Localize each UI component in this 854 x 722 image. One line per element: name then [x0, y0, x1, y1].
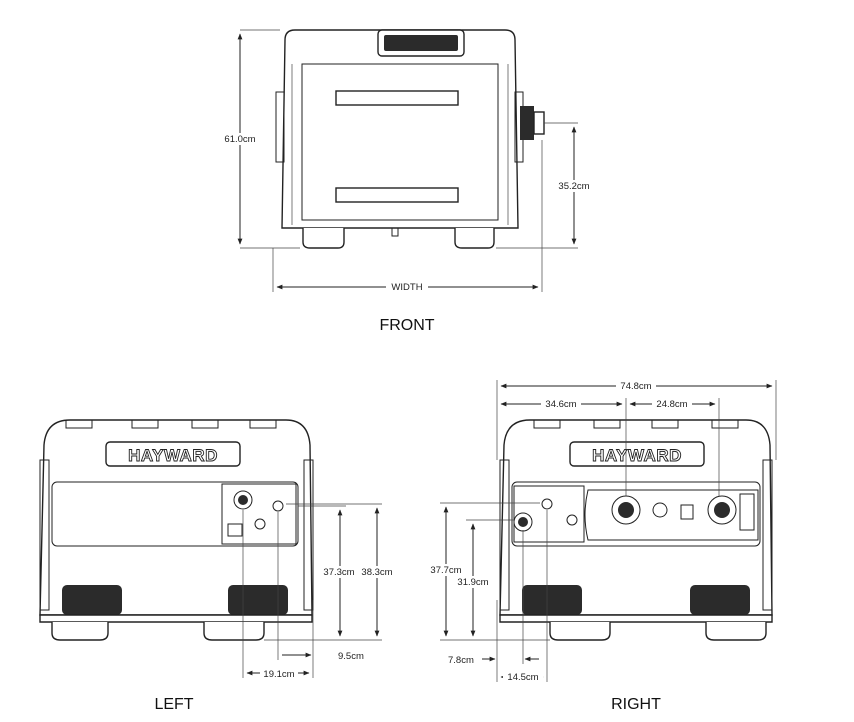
right-view: HAYWARD 74.8cm 34.6cm	[426, 380, 777, 713]
left-vent-1	[62, 585, 122, 615]
left-access-panel	[51, 481, 299, 547]
right-dim-h2-label: 31.9cm	[457, 577, 488, 588]
front-vent-upper	[335, 90, 459, 106]
right-vent-2	[690, 585, 750, 615]
right-vent-1	[522, 585, 582, 615]
right-dim-h1-label: 37.7cm	[430, 565, 461, 576]
right-access-panel	[511, 481, 761, 547]
left-dim-d-label: 19.1cm	[263, 669, 294, 680]
right-dim-left-label: 34.6cm	[545, 399, 576, 410]
left-brand-plate	[105, 441, 241, 467]
left-heater-body	[39, 419, 313, 616]
left-view: HAYWARD 37.3cm 38.3cm 9.5cm	[39, 419, 396, 713]
right-plumbing-panel	[584, 489, 759, 541]
right-brand-text: HAYWARD	[592, 446, 682, 465]
front-heater-body	[281, 29, 519, 229]
front-vent-lower	[335, 187, 459, 203]
right-brand-plate	[569, 441, 705, 467]
front-caption: FRONT	[379, 317, 434, 334]
right-caption: RIGHT	[611, 696, 661, 713]
right-dim-right-label: 24.8cm	[656, 399, 687, 410]
front-connector-height-label: 35.2cm	[558, 181, 589, 192]
left-caption: LEFT	[154, 696, 193, 713]
left-dim-a-label: 37.3cm	[323, 567, 354, 578]
front-width-label: WIDTH	[391, 282, 422, 293]
front-connector	[520, 106, 534, 140]
right-outlet	[707, 495, 737, 525]
front-foot-left	[302, 228, 345, 249]
front-view: 61.0cm 35.2cm WIDTH FRONT	[220, 29, 595, 334]
front-door-panel	[301, 63, 499, 221]
left-dim-b-label: 38.3cm	[361, 567, 392, 578]
front-display	[384, 35, 458, 51]
front-height-label: 61.0cm	[224, 134, 255, 145]
right-dim-b2-label: 14.5cm	[507, 672, 538, 683]
right-overall-width-label: 74.8cm	[620, 381, 651, 392]
front-foot-right	[454, 228, 495, 249]
left-brand-text: HAYWARD	[128, 446, 218, 465]
right-dim-b1-label: 7.8cm	[448, 655, 474, 666]
right-heater-body	[499, 419, 773, 616]
left-dim-c-label: 9.5cm	[338, 651, 364, 662]
left-vent-2	[228, 585, 288, 615]
left-gauge	[233, 490, 253, 510]
